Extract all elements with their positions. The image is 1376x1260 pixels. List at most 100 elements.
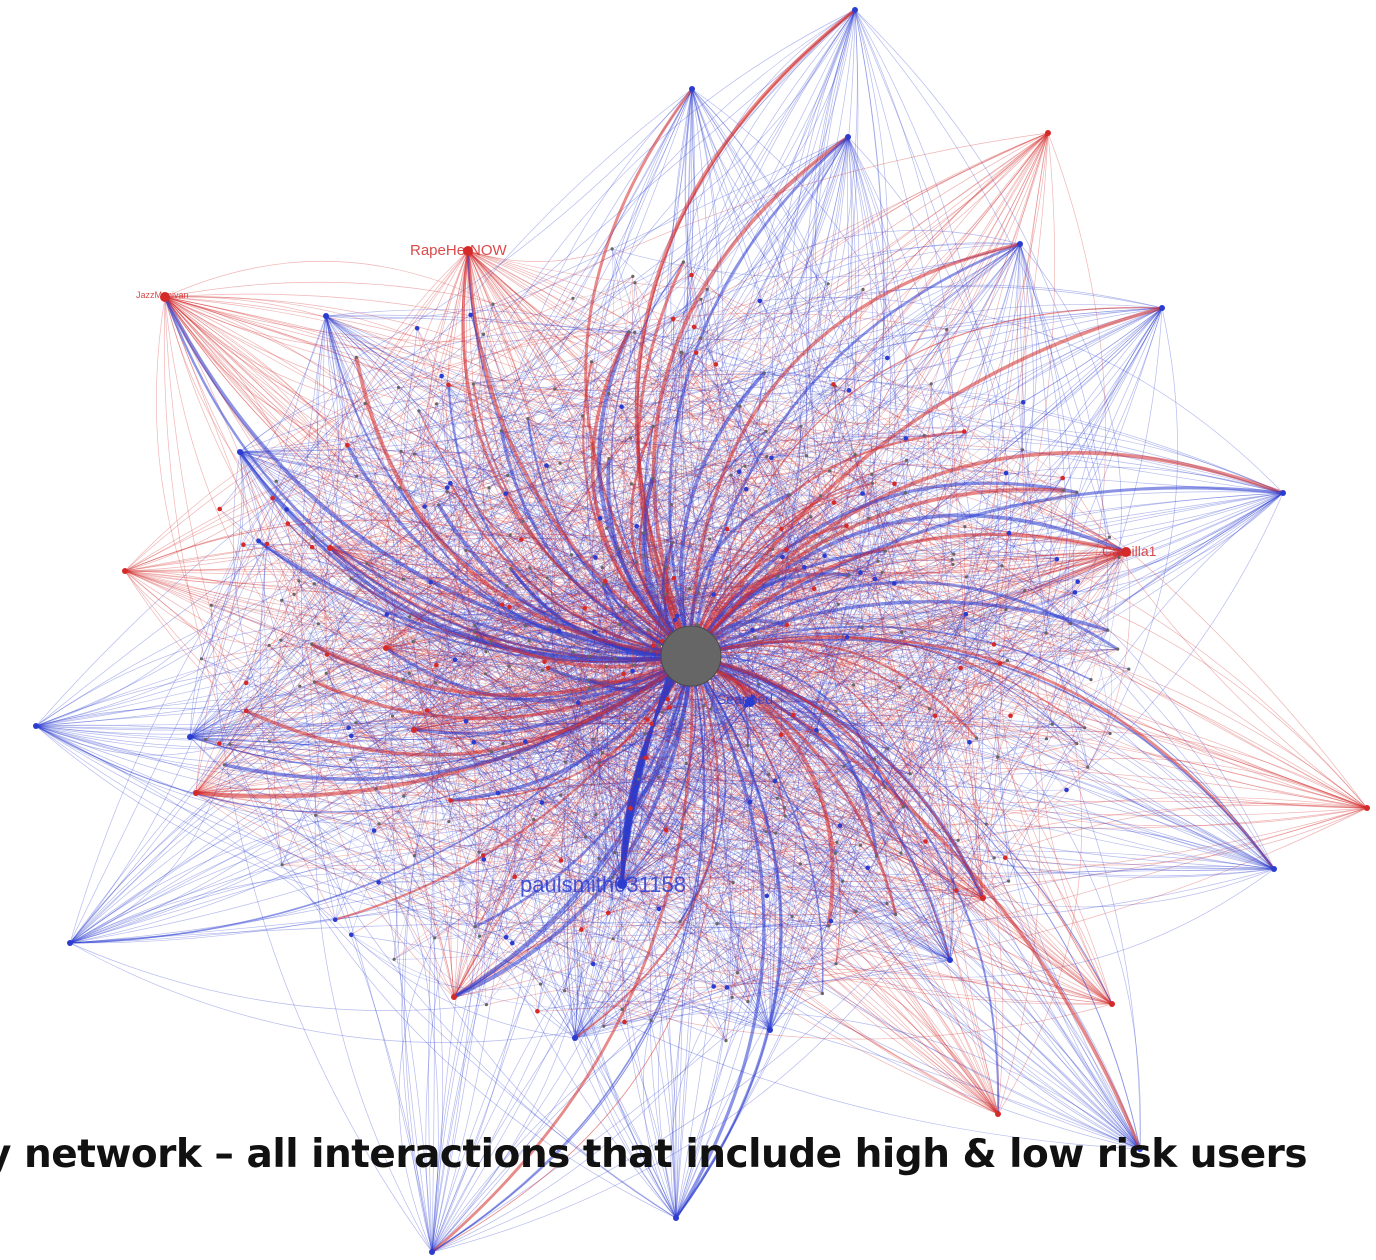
graph-node[interactable] (847, 573, 851, 577)
graph-node[interactable] (678, 920, 682, 924)
graph-node[interactable] (532, 818, 536, 822)
graph-node[interactable] (883, 785, 887, 789)
graph-node[interactable] (217, 506, 222, 512)
graph-node[interactable] (527, 639, 531, 643)
graph-node[interactable] (771, 547, 775, 551)
graph-node[interactable] (594, 813, 598, 817)
graph-node[interactable] (844, 634, 850, 640)
graph-node[interactable] (571, 650, 575, 654)
hub-node[interactable] (845, 134, 851, 140)
graph-node[interactable] (660, 638, 665, 644)
graph-node[interactable] (523, 739, 528, 744)
graph-node[interactable] (689, 272, 694, 278)
graph-node[interactable] (705, 287, 709, 291)
graph-node[interactable] (649, 649, 653, 653)
graph-node[interactable] (873, 757, 877, 761)
hub-node[interactable] (67, 940, 73, 946)
graph-node[interactable] (575, 700, 581, 705)
graph-node[interactable] (398, 486, 402, 490)
graph-node[interactable] (600, 565, 604, 570)
graph-node[interactable] (702, 704, 706, 708)
graph-node[interactable] (371, 828, 377, 833)
graph-node[interactable] (880, 570, 884, 575)
graph-node[interactable] (709, 707, 713, 711)
graph-node[interactable] (762, 371, 766, 375)
graph-node[interactable] (633, 330, 637, 334)
graph-node[interactable] (894, 912, 898, 917)
graph-node[interactable] (324, 652, 330, 657)
graph-node[interactable] (613, 657, 617, 661)
graph-node[interactable] (495, 790, 501, 796)
graph-node[interactable] (665, 696, 670, 702)
graph-node[interactable] (243, 708, 249, 714)
graph-node[interactable] (472, 630, 476, 634)
graph-node[interactable] (1086, 765, 1090, 769)
graph-node[interactable] (900, 630, 904, 634)
hub-node[interactable] (429, 1249, 435, 1255)
graph-node[interactable] (656, 906, 662, 912)
graph-node[interactable] (1107, 535, 1112, 539)
graph-node[interactable] (597, 857, 601, 861)
graph-node[interactable] (571, 296, 575, 300)
graph-node[interactable] (412, 854, 416, 858)
graph-node[interactable] (846, 388, 852, 393)
graph-node[interactable] (996, 755, 1000, 759)
graph-node[interactable] (834, 962, 838, 966)
graph-node[interactable] (349, 733, 354, 739)
graph-node[interactable] (478, 934, 482, 938)
graph-node[interactable] (542, 659, 547, 665)
graph-node[interactable] (624, 718, 628, 722)
graph-node[interactable] (1117, 555, 1121, 560)
graph-node[interactable] (883, 549, 888, 553)
graph-node[interactable] (844, 523, 849, 528)
graph-node[interactable] (402, 794, 406, 798)
hub-node[interactable] (323, 313, 329, 319)
graph-node[interactable] (280, 863, 284, 867)
graph-node[interactable] (591, 737, 595, 741)
graph-node[interactable] (611, 937, 615, 941)
graph-node[interactable] (923, 839, 928, 844)
graph-node[interactable] (649, 1019, 653, 1023)
graph-node[interactable] (297, 579, 301, 583)
hub-node[interactable] (411, 727, 417, 733)
graph-node[interactable] (828, 918, 834, 924)
hub-node[interactable] (1137, 1146, 1143, 1152)
graph-node[interactable] (799, 424, 803, 428)
graph-node[interactable] (484, 650, 488, 654)
graph-node[interactable] (471, 382, 475, 386)
graph-node[interactable] (861, 287, 865, 292)
graph-node[interactable] (964, 575, 969, 579)
graph-node[interactable] (747, 799, 753, 805)
graph-node[interactable] (1108, 731, 1112, 736)
graph-node[interactable] (858, 570, 863, 575)
graph-node[interactable] (750, 627, 755, 633)
graph-node[interactable] (508, 533, 512, 537)
graph-node[interactable] (448, 798, 453, 803)
graph-node[interactable] (963, 525, 967, 529)
graph-node[interactable] (1116, 647, 1120, 651)
graph-node[interactable] (765, 454, 769, 459)
graph-node[interactable] (663, 827, 669, 833)
graph-node[interactable] (392, 957, 396, 961)
graph-node[interactable] (831, 500, 837, 505)
graph-node[interactable] (217, 741, 222, 746)
graph-node[interactable] (724, 985, 730, 990)
graph-node[interactable] (858, 843, 863, 847)
graph-node[interactable] (764, 893, 770, 899)
graph-node[interactable] (1007, 879, 1011, 883)
hub-node[interactable] (463, 246, 473, 256)
graph-node[interactable] (535, 1009, 540, 1014)
graph-node[interactable] (811, 586, 817, 591)
graph-node[interactable] (1062, 488, 1066, 492)
graph-node[interactable] (1106, 628, 1110, 632)
graph-node[interactable] (681, 260, 686, 264)
hub-node[interactable] (995, 1111, 1001, 1117)
graph-node[interactable] (787, 493, 792, 497)
graph-node[interactable] (628, 436, 633, 440)
graph-node[interactable] (597, 515, 603, 521)
graph-node[interactable] (604, 665, 608, 669)
graph-node[interactable] (708, 537, 712, 541)
hub-node[interactable] (1159, 305, 1165, 311)
graph-node[interactable] (1008, 713, 1013, 718)
graph-node[interactable] (975, 736, 979, 740)
